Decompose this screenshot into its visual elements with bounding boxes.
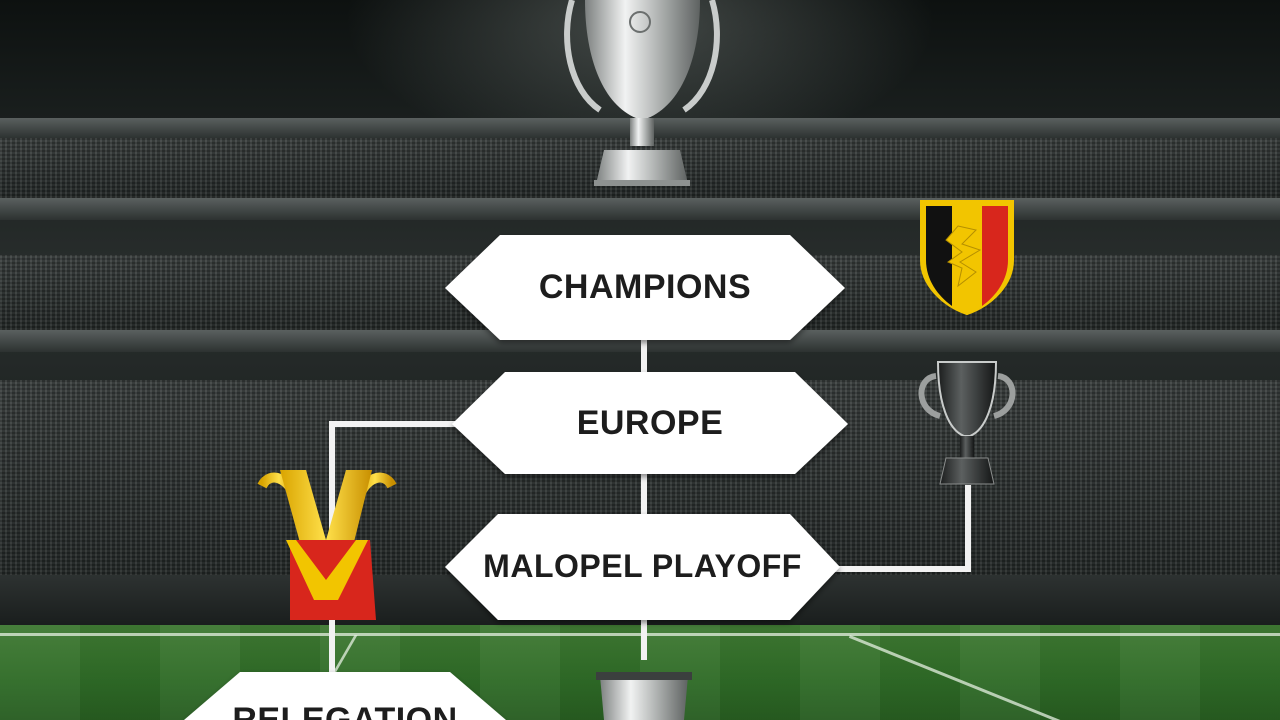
node-playoff-shape	[445, 514, 840, 620]
belgian-crest-icon	[920, 200, 1014, 316]
yellow-red-cup-icon	[257, 470, 397, 620]
champions-trophy-icon	[564, 0, 720, 186]
node-relegation-label: RELEGATION	[184, 703, 506, 720]
node-relegation-shape	[184, 672, 506, 720]
touchline	[0, 633, 1280, 636]
node-champions-shape	[445, 235, 845, 340]
middle-railing	[0, 330, 1280, 352]
dark-cup-icon	[918, 361, 1016, 485]
node-champions-label: CHAMPIONS	[538, 268, 752, 306]
node-europe-shape	[452, 372, 848, 474]
node-europe-label: EUROPE	[576, 404, 724, 442]
node-playoff-label: MALOPEL PLAYOFF	[483, 548, 802, 584]
connector-right-trophy-playoff	[834, 485, 971, 572]
silver-cup-icon	[596, 672, 692, 720]
